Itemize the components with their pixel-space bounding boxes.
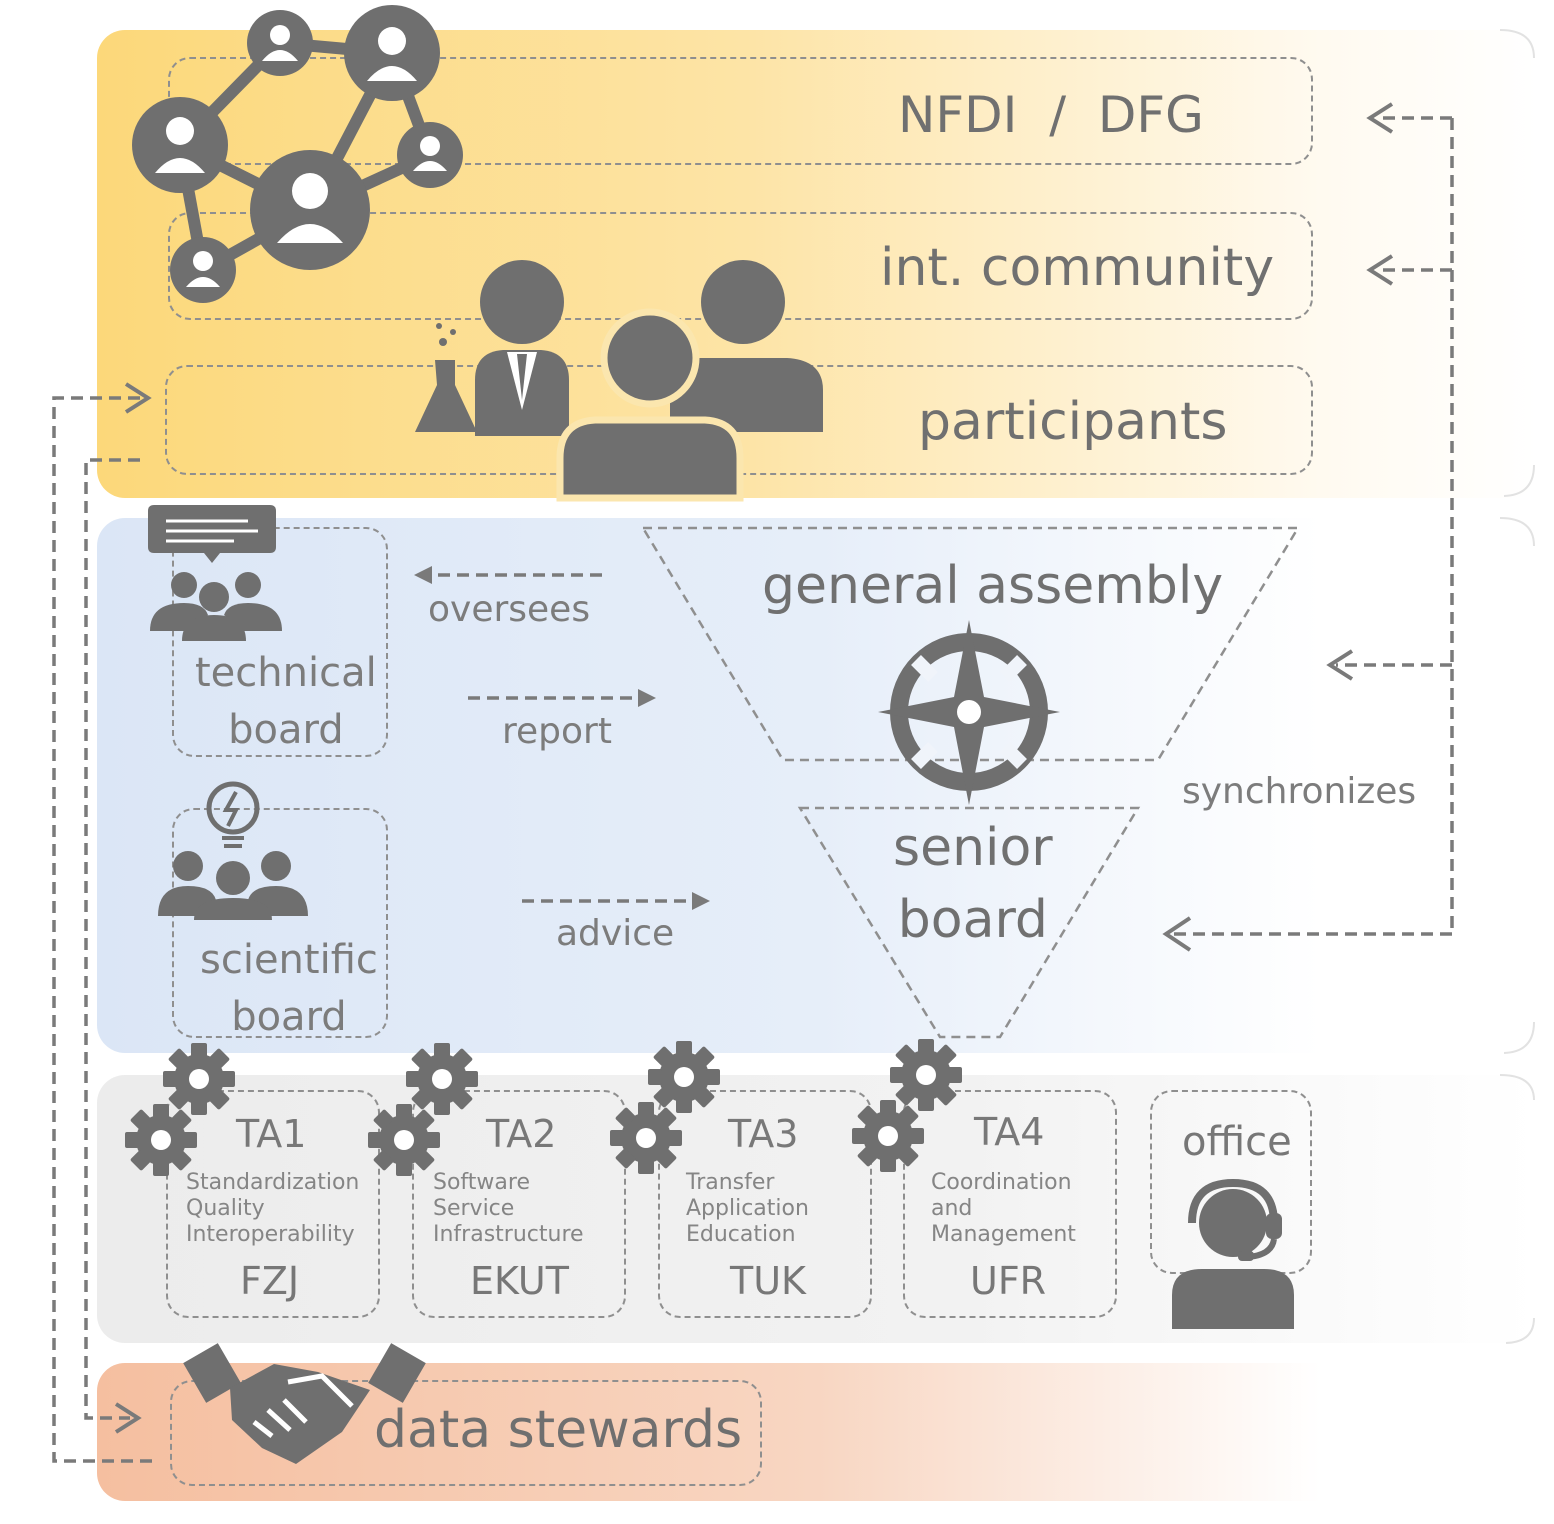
data-stewards-label: data stewards (374, 1400, 743, 1460)
senior-board-label: senior board (893, 818, 1053, 950)
task-area-band (97, 1075, 1537, 1343)
synchronizes-label: synchronizes (1182, 771, 1417, 812)
task-area-box-2 (412, 1090, 626, 1318)
task-area-subtitle-4: Coordination and Management (931, 1170, 1076, 1247)
task-area-title-1: TA1 (236, 1112, 307, 1156)
scientific-board-label: scientific board (200, 937, 378, 1040)
people-group-icon (556, 260, 823, 502)
scientist-icon (415, 260, 569, 436)
technical-board-box (172, 527, 388, 757)
task-area-code-1: FZJ (240, 1259, 300, 1303)
scientific-board-box (172, 808, 388, 1038)
task-area-box-1 (166, 1090, 380, 1318)
lightbulb-group-icon (158, 781, 308, 920)
task-area-subtitle-1: Standardization Quality Interoperability (186, 1170, 360, 1247)
oversees-label: oversees (428, 589, 591, 630)
office-label: office (1182, 1119, 1292, 1165)
headset-agent-icon (1172, 1178, 1294, 1329)
task-area-box-4 (903, 1090, 1117, 1318)
handshake-icon (183, 1343, 426, 1464)
task-area-title-4: TA4 (974, 1110, 1045, 1154)
task-area-box-3 (658, 1090, 872, 1318)
task-area-code-2: EKUT (470, 1259, 569, 1303)
task-area-subtitle-3: Transfer Application Education (686, 1170, 809, 1247)
compass-icon (878, 620, 1060, 805)
report-label: report (502, 711, 612, 752)
community-label: int. community (880, 238, 1275, 298)
advice-label: advice (556, 913, 675, 954)
network-icon (132, 5, 463, 303)
nfdi-label: NFDI / DFG (898, 86, 1204, 144)
participants-label: participants (918, 392, 1228, 452)
task-area-title-3: TA3 (728, 1112, 799, 1156)
data-stewards-box (170, 1380, 762, 1486)
task-area-subtitle-2: Software Service Infrastructure (433, 1170, 584, 1247)
general-assembly-label: general assembly (762, 556, 1224, 616)
board-chat-icon (148, 505, 282, 641)
task-area-title-2: TA2 (486, 1112, 557, 1156)
technical-board-label: technical board (195, 650, 377, 753)
task-area-code-4: UFR (970, 1259, 1047, 1303)
task-area-code-3: TUK (730, 1259, 806, 1303)
